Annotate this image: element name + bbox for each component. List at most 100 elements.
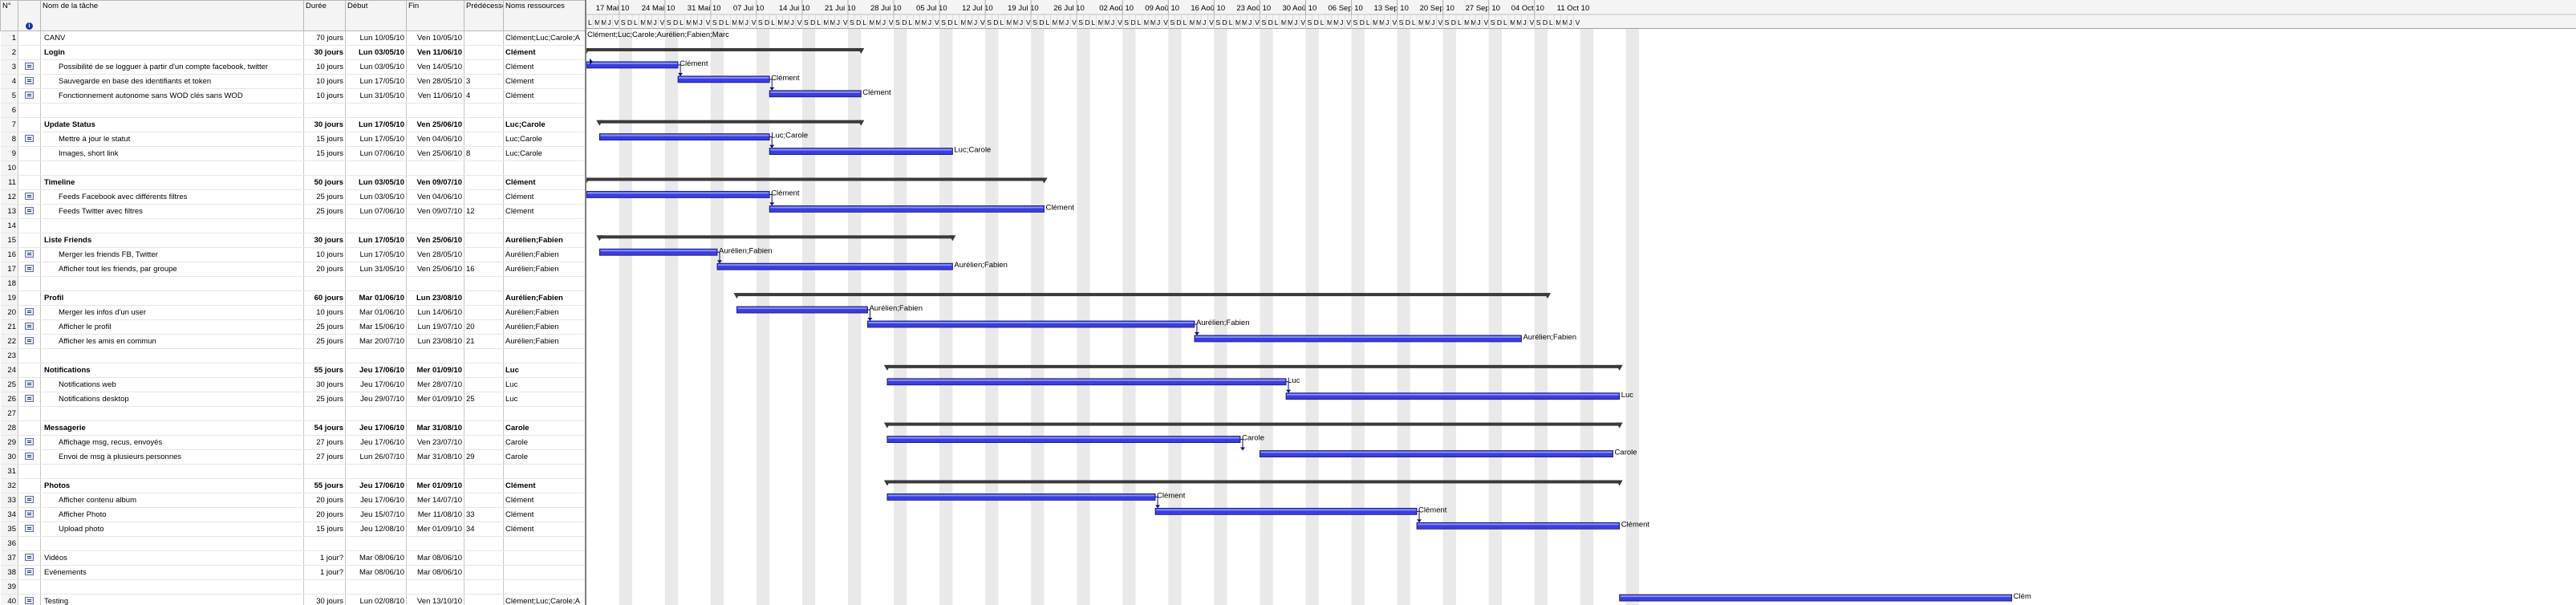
- note-icon[interactable]: [25, 597, 34, 604]
- task-finish[interactable]: Lun 23/08/10: [406, 334, 464, 349]
- indicator-cell[interactable]: [18, 305, 41, 320]
- row-number[interactable]: 18: [0, 276, 18, 291]
- row-number[interactable]: 30: [0, 449, 18, 465]
- task-predecessors[interactable]: 3: [464, 74, 504, 89]
- task-start[interactable]: Lun 10/05/10: [345, 30, 407, 46]
- task-predecessors[interactable]: [464, 189, 504, 205]
- column-header-duration[interactable]: Durée: [303, 0, 346, 31]
- row-number[interactable]: 31: [0, 464, 18, 479]
- task-resources[interactable]: Aurélien;Fabien: [503, 233, 586, 248]
- task-resources[interactable]: Clément: [503, 88, 586, 104]
- task-resources[interactable]: Clément: [503, 175, 586, 190]
- task-duration[interactable]: [303, 579, 346, 595]
- task-duration[interactable]: 70 jours: [303, 30, 346, 46]
- task-predecessors[interactable]: 20: [464, 319, 504, 335]
- task-finish[interactable]: [406, 218, 464, 233]
- task-finish[interactable]: Ven 09/07/10: [406, 204, 464, 219]
- row-number[interactable]: 1: [0, 30, 18, 46]
- task-finish[interactable]: Mar 31/08/10: [406, 420, 464, 436]
- row-number[interactable]: 33: [0, 493, 18, 508]
- task-finish[interactable]: Mer 28/07/10: [406, 377, 464, 392]
- table-row[interactable]: 31: [0, 464, 586, 479]
- task-duration[interactable]: 20 jours: [303, 262, 346, 277]
- task-duration[interactable]: [303, 103, 346, 118]
- task-start[interactable]: Mar 01/06/10: [345, 305, 407, 320]
- note-icon[interactable]: [25, 438, 34, 445]
- row-number[interactable]: 32: [0, 478, 18, 493]
- task-predecessors[interactable]: [464, 218, 504, 233]
- task-predecessors[interactable]: 12: [464, 204, 504, 219]
- indicator-cell[interactable]: [18, 579, 41, 595]
- task-duration[interactable]: 10 jours: [303, 74, 346, 89]
- row-number[interactable]: 2: [0, 45, 18, 60]
- note-icon[interactable]: [25, 265, 34, 272]
- column-header-info[interactable]: i: [18, 0, 41, 31]
- task-name[interactable]: Mettre à jour le statut: [40, 132, 304, 147]
- note-icon[interactable]: [25, 193, 34, 200]
- indicator-cell[interactable]: [18, 262, 41, 277]
- row-number[interactable]: 19: [0, 290, 18, 306]
- task-finish[interactable]: Ven 25/06/10: [406, 146, 464, 161]
- row-number[interactable]: 8: [0, 132, 18, 147]
- task-name[interactable]: [40, 160, 304, 176]
- task-name[interactable]: Feeds Twitter avec filtres: [40, 204, 304, 219]
- task-predecessors[interactable]: 29: [464, 449, 504, 465]
- task-predecessors[interactable]: [464, 290, 504, 306]
- row-number[interactable]: 25: [0, 377, 18, 392]
- indicator-cell[interactable]: [18, 377, 41, 392]
- task-duration[interactable]: 15 jours: [303, 522, 346, 537]
- task-duration[interactable]: 1 jour?: [303, 550, 346, 566]
- task-start[interactable]: Mar 08/06/10: [345, 565, 407, 580]
- task-resources[interactable]: Carole: [503, 420, 586, 436]
- task-name[interactable]: Feeds Facebook avec différents filtres: [40, 189, 304, 205]
- row-number[interactable]: 9: [0, 146, 18, 161]
- row-number[interactable]: 15: [0, 233, 18, 248]
- indicator-cell[interactable]: [18, 233, 41, 248]
- task-finish[interactable]: Ven 25/06/10: [406, 233, 464, 248]
- row-number[interactable]: 14: [0, 218, 18, 233]
- task-resources[interactable]: Clément: [503, 493, 586, 508]
- indicator-cell[interactable]: [18, 59, 41, 75]
- task-finish[interactable]: Ven 11/06/10: [406, 45, 464, 60]
- note-icon[interactable]: [25, 250, 34, 258]
- task-resources[interactable]: Clément: [503, 74, 586, 89]
- task-start[interactable]: Jeu 17/06/10: [345, 435, 407, 450]
- task-resources[interactable]: [503, 536, 586, 551]
- task-duration[interactable]: 55 jours: [303, 478, 346, 493]
- note-icon[interactable]: [25, 568, 34, 575]
- task-duration[interactable]: 20 jours: [303, 493, 346, 508]
- task-duration[interactable]: 1 jour?: [303, 565, 346, 580]
- task-predecessors[interactable]: [464, 160, 504, 176]
- task-name[interactable]: Fonctionnement autonome sans WOD clés sa…: [40, 88, 304, 104]
- task-finish[interactable]: Mar 31/08/10: [406, 449, 464, 465]
- task-duration[interactable]: 55 jours: [303, 363, 346, 378]
- task-predecessors[interactable]: [464, 305, 504, 320]
- task-resources[interactable]: Clément;Luc;Carole;A: [503, 594, 586, 605]
- indicator-cell[interactable]: [18, 435, 41, 450]
- task-start[interactable]: Lun 26/07/10: [345, 449, 407, 465]
- task-predecessors[interactable]: [464, 550, 504, 566]
- note-icon[interactable]: [25, 207, 34, 214]
- task-name[interactable]: Notifications web: [40, 377, 304, 392]
- task-finish[interactable]: Ven 25/06/10: [406, 262, 464, 277]
- task-finish[interactable]: [406, 464, 464, 479]
- indicator-cell[interactable]: [18, 132, 41, 147]
- indicator-cell[interactable]: [18, 319, 41, 335]
- task-duration[interactable]: [303, 348, 346, 363]
- task-predecessors[interactable]: [464, 435, 504, 450]
- task-predecessors[interactable]: [464, 247, 504, 262]
